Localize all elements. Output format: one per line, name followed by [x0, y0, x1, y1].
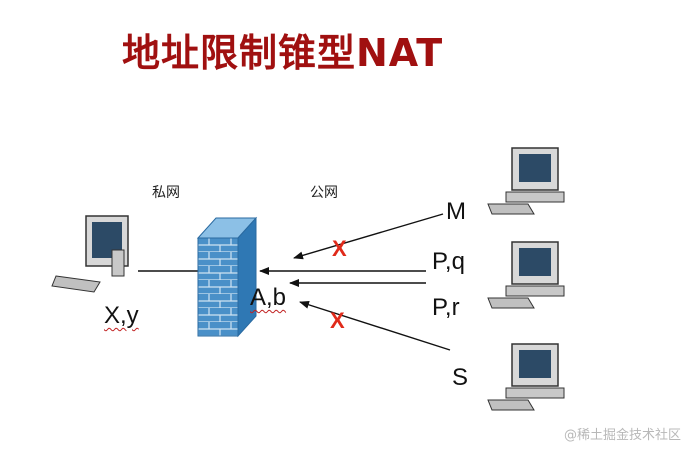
local-computer-icon — [51, 215, 129, 293]
private-network-label: 私网 — [152, 185, 180, 201]
watermark: @稀土掘金技术社区 — [563, 428, 681, 443]
nat-address-label: A,b — [250, 284, 287, 311]
blocked-mark-m: X — [332, 236, 347, 261]
host-pq-label: P,q — [432, 248, 465, 275]
arrow-s-blocked — [299, 300, 451, 351]
diagram-title: 地址限制锥型NAT — [122, 31, 444, 75]
host-m-label: M — [446, 198, 466, 225]
firewall-icon — [196, 216, 258, 338]
blocked-mark-s: X — [330, 308, 345, 333]
public-network-label: 公网 — [310, 185, 338, 201]
remote-computer-m-icon — [487, 147, 565, 215]
host-s-label: S — [452, 364, 469, 391]
host-pr-label: P,r — [432, 294, 460, 321]
remote-computer-s-icon — [487, 343, 565, 411]
local-address-label: X,y — [104, 302, 139, 329]
remote-computer-p-icon — [487, 241, 565, 309]
arrow-m-blocked — [293, 213, 444, 260]
